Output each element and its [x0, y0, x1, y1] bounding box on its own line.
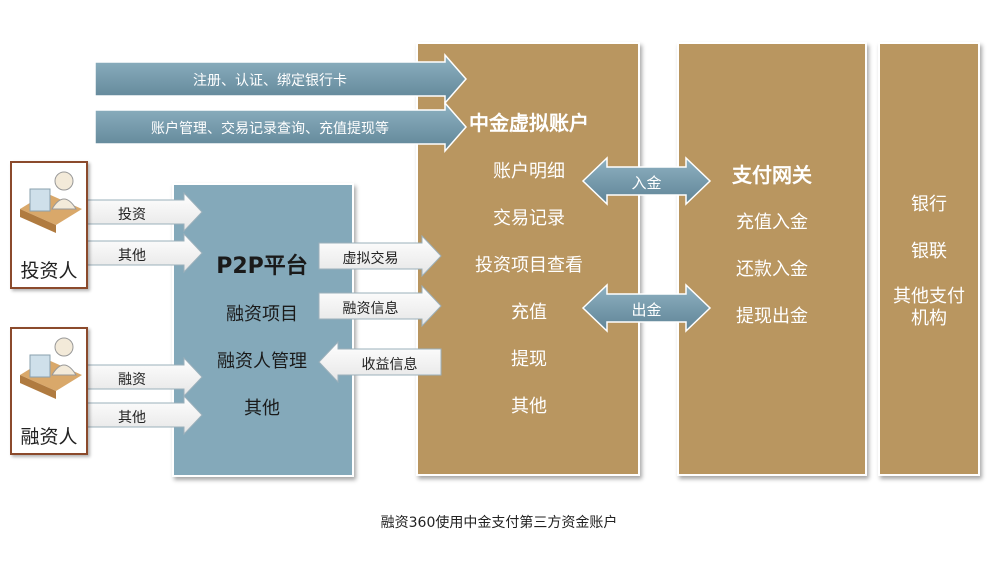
- p2p-item-financing-project: 融资项目: [226, 304, 298, 325]
- withdraw-arrow: [581, 283, 712, 333]
- virtual-item-trade-record: 交易记录: [493, 208, 565, 229]
- investor-card: 投资人: [10, 161, 88, 289]
- virtual-item-withdraw: 提现: [511, 349, 547, 370]
- gateway-item-withdraw-out: 提现出金: [736, 306, 808, 327]
- financier-finance-label: 融资: [118, 372, 146, 388]
- virtual-account-title: 中金虚拟账户: [469, 111, 589, 135]
- p2p-item-other: 其他: [244, 398, 280, 419]
- virtual-item-recharge: 充值: [511, 302, 547, 323]
- virtual-trade-arrow: [318, 234, 442, 278]
- virtual-trade-label: 虚拟交易: [342, 251, 399, 267]
- p2p-platform-box: [172, 183, 354, 477]
- bank-item-unionpay: 银联: [911, 241, 947, 262]
- financier-icon: [20, 337, 82, 399]
- financing-info-label: 融资信息: [342, 301, 399, 317]
- deposit-arrow: [581, 156, 712, 206]
- deposit-label: 入金: [631, 174, 662, 192]
- bank-box: [878, 42, 980, 476]
- investor-other-label: 其他: [118, 248, 146, 264]
- diagram-caption: 融资360使用中金支付第三方资金账户: [380, 515, 618, 531]
- gateway-item-recharge-in: 充值入金: [736, 212, 808, 233]
- financier-other-label: 其他: [118, 410, 146, 426]
- register-label: 注册、认证、绑定银行卡: [193, 73, 347, 89]
- investor-label: 投资人: [20, 260, 78, 282]
- p2p-title: P2P平台: [216, 254, 308, 279]
- bank-item-bank: 银行: [911, 194, 947, 215]
- investor-invest-label: 投资: [118, 207, 146, 223]
- bank-item-other-payment: 其他支付 机构: [893, 286, 965, 329]
- withdraw-label: 出金: [631, 301, 662, 319]
- investor-invest-arrow: [79, 191, 203, 233]
- gateway-item-repay-in: 还款入金: [736, 259, 808, 280]
- investor-icon: [20, 171, 82, 233]
- financier-card: 融资人: [10, 327, 88, 455]
- virtual-item-account-detail: 账户明细: [493, 161, 565, 182]
- register-arrow: [94, 53, 467, 105]
- financier-finance-arrow: [79, 356, 203, 398]
- virtual-item-project-view: 投资项目查看: [475, 255, 583, 276]
- account-mgmt-arrow: [94, 101, 467, 153]
- financier-label: 融资人: [20, 426, 78, 448]
- income-info-label: 收益信息: [361, 357, 418, 373]
- virtual-item-other: 其他: [511, 396, 547, 417]
- income-info-arrow: [318, 340, 442, 384]
- financier-other-arrow: [79, 394, 203, 436]
- payment-gateway-box: [677, 42, 867, 476]
- investor-other-arrow: [79, 232, 203, 274]
- account-mgmt-label: 账户管理、交易记录查询、充值提现等: [151, 121, 389, 137]
- p2p-item-financier-mgmt: 融资人管理: [217, 351, 307, 372]
- gateway-title: 支付网关: [732, 163, 812, 187]
- financing-info-arrow: [318, 284, 442, 328]
